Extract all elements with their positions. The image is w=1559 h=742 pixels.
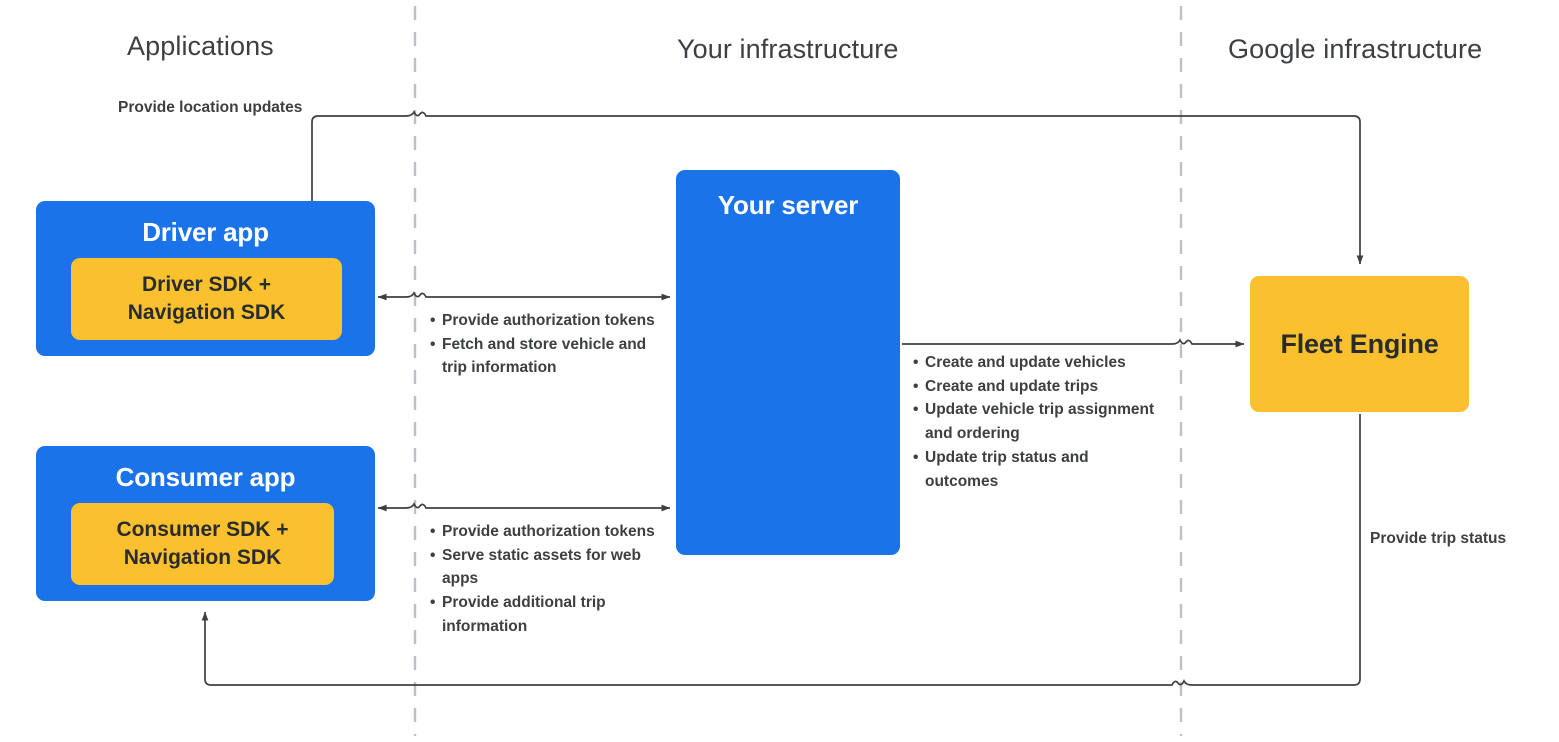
edge-bullets-driver-to-server: Provide authorization tokensFetch and st…: [430, 309, 655, 380]
zone-title-your-infrastructure: Your infrastructure: [677, 34, 899, 64]
zone-title-applications: Applications: [127, 31, 274, 61]
node-consumer-app[interactable]: Consumer app Consumer SDK +Navigation SD…: [36, 446, 375, 601]
node-driver-sdk[interactable]: Driver SDK +Navigation SDK: [71, 258, 342, 340]
node-fleet-engine[interactable]: Fleet Engine: [1250, 276, 1469, 412]
wire-server-fleet-engine: [902, 338, 1245, 348]
node-consumer-sdk[interactable]: Consumer SDK +Navigation SDK: [71, 503, 334, 585]
bullet-item: Provide additional trip information: [430, 591, 655, 638]
bullet-item: Update vehicle trip assignment and order…: [913, 398, 1163, 445]
bullet-item: Create and update vehicles: [913, 351, 1163, 375]
bullet-item: Serve static assets for web apps: [430, 544, 655, 591]
bullet-item: Provide authorization tokens: [430, 520, 655, 544]
driver-app-title: Driver app: [142, 217, 269, 247]
zone-title-google-infrastructure: Google infrastructure: [1228, 34, 1483, 64]
node-driver-app[interactable]: Driver app Driver SDK +Navigation SDK: [36, 201, 375, 356]
bullet-item: Fetch and store vehicle and trip informa…: [430, 333, 655, 380]
edge-label-trip-status: Provide trip status: [1370, 530, 1507, 547]
consumer-app-title: Consumer app: [115, 462, 296, 492]
your-server-title: Your server: [717, 190, 859, 220]
wire-consumer-server: [377, 502, 671, 512]
node-your-server[interactable]: Your server: [676, 170, 900, 555]
bullet-item: Provide authorization tokens: [430, 309, 655, 333]
bullet-item: Update trip status and outcomes: [913, 446, 1163, 493]
edge-label-location-updates: Provide location updates: [118, 99, 303, 116]
edge-bullets-server-to-fleet-engine: Create and update vehiclesCreate and upd…: [913, 351, 1163, 493]
bullet-item: Create and update trips: [913, 375, 1163, 399]
edge-bullets-consumer-to-server: Provide authorization tokensServe static…: [430, 520, 655, 639]
wire-driver-server: [377, 291, 671, 301]
